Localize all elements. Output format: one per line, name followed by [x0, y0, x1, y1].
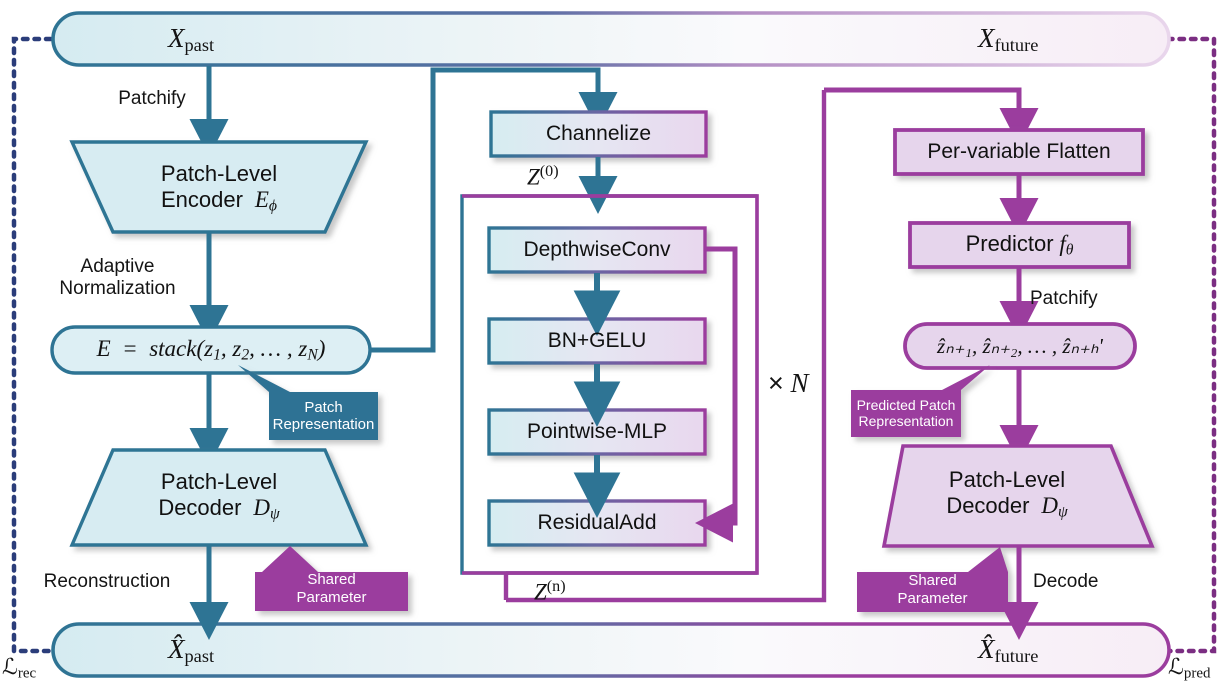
block-pointwise-mlp: [487, 408, 707, 456]
edge-residual-skip: [694, 246, 738, 543]
callout-shared-parameter-left-label: Shared Parameter: [296, 571, 367, 606]
loss-wire-pred: [1165, 36, 1217, 654]
stack-representation-pill: [50, 325, 372, 375]
edge-into-flatten: [824, 87, 1039, 147]
callout-shared-parameter-right-label: Shared Parameter: [897, 572, 968, 607]
block-bn-gelu: [487, 317, 707, 365]
zn-label: Z(n): [534, 578, 566, 605]
top-bar-label-xpast: Xpast: [168, 23, 215, 56]
block-depthwiseconv: [487, 226, 707, 274]
top-series-bar: [51, 11, 1171, 67]
per-variable-flatten-block: [893, 128, 1145, 176]
channelize-block: [489, 110, 708, 158]
callout-patch-representation-label: Patch Representation: [272, 398, 375, 433]
edge-label-adaptive-normalization: Adaptive Normalization: [59, 256, 176, 300]
z0-label: Z(0): [527, 163, 559, 190]
edge-label-patchify-right: Patchify: [1030, 288, 1098, 309]
bottom-bar-label-xhatpast: X̂past: [168, 634, 215, 667]
loss-wire-rec: [11, 36, 65, 654]
predicted-patch-pill: [903, 322, 1137, 370]
block-residualadd: [487, 499, 707, 547]
callout-shared-parameter-right: [857, 547, 1008, 612]
patch-level-decoder-right: [881, 444, 1155, 548]
patch-level-decoder-left: [69, 448, 369, 547]
callout-shared-parameter-left: [255, 546, 408, 611]
edge-label-reconstruction: Reconstruction: [43, 571, 171, 592]
nloop-outer-bracket: [506, 90, 827, 603]
patch-level-encoder: [69, 140, 369, 234]
edge-label-decode: Decode: [1033, 571, 1099, 592]
callout-predicted-patch-representation-label: Predicted Patch Representation: [856, 396, 956, 429]
callout-predicted-patch-representation: [851, 365, 990, 437]
loss-pred-label: ℒpred: [1168, 654, 1211, 682]
edge-stack-to-channelize: [370, 67, 618, 353]
callout-patch-representation: [238, 365, 378, 440]
bottom-bar-label-xhatfuture: X̂future: [978, 634, 1039, 667]
repeat-n-label: × N: [768, 368, 809, 398]
nloop-frame-purple-top: [500, 194, 759, 575]
loss-rec-label: ℒrec: [2, 654, 37, 682]
predictor-block: [908, 221, 1131, 269]
bottom-series-bar: [51, 622, 1171, 678]
top-bar-label-xfuture: Xfuture: [978, 23, 1039, 56]
edge-label-patchify-left: Patchify: [118, 88, 186, 109]
